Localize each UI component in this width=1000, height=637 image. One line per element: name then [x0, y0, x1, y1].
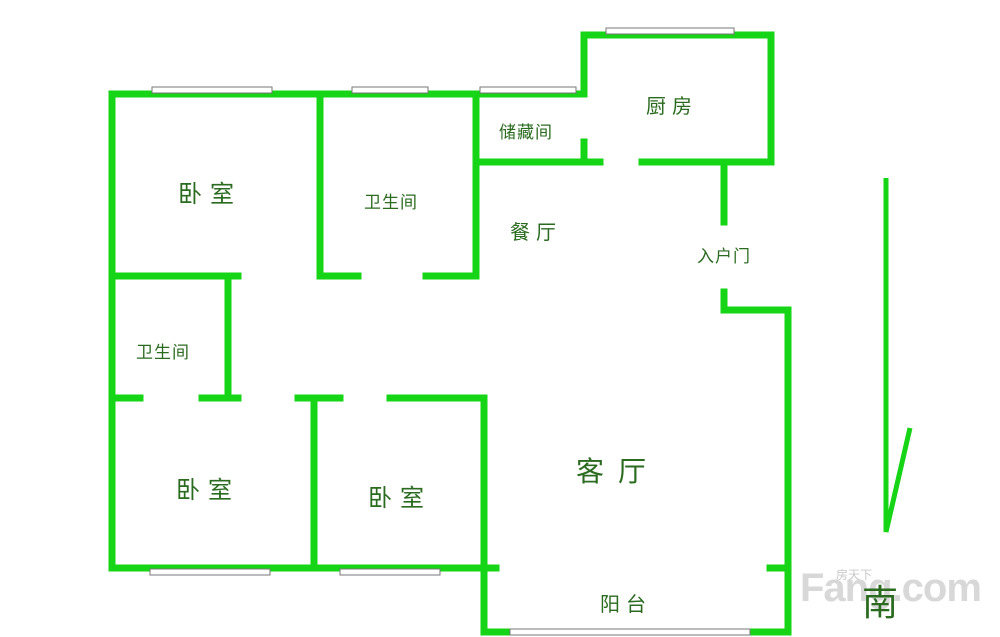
window-bath-n: [351, 86, 429, 94]
window-balcony: [509, 628, 751, 636]
windows: [149, 27, 751, 636]
arrow-icon: [883, 178, 913, 533]
label-balcony: 阳台: [600, 592, 652, 616]
compass-south-label: 南: [862, 583, 899, 624]
window-kitchen: [605, 27, 735, 35]
label-bathroom-n: 卫生间: [364, 193, 418, 213]
label-dining: 餐厅: [510, 220, 562, 244]
watermark-brand-cn: 房天下: [836, 568, 873, 582]
label-bedroom-s: 卧室: [368, 484, 432, 512]
wall-kitchen-west: [580, 31, 775, 166]
window-bed-sw: [149, 568, 271, 576]
label-bedroom-nw: 卧室: [178, 180, 242, 208]
label-living: 客厅: [576, 455, 661, 488]
compass-arrow: [883, 178, 913, 533]
window-bed-s: [339, 568, 441, 576]
window-storage: [479, 86, 577, 94]
label-bedroom-sw: 卧室: [176, 476, 240, 504]
label-storage: 储藏间: [499, 123, 553, 143]
label-kitchen: 厨房: [646, 94, 698, 118]
wall-entry-lower: [720, 288, 792, 636]
walls: [108, 31, 792, 636]
label-bathroom-w: 卫生间: [136, 343, 190, 363]
label-entry-door: 入户门: [697, 247, 751, 267]
watermark-logo: Fang.com: [800, 566, 982, 610]
window-bed-nw: [151, 86, 273, 94]
